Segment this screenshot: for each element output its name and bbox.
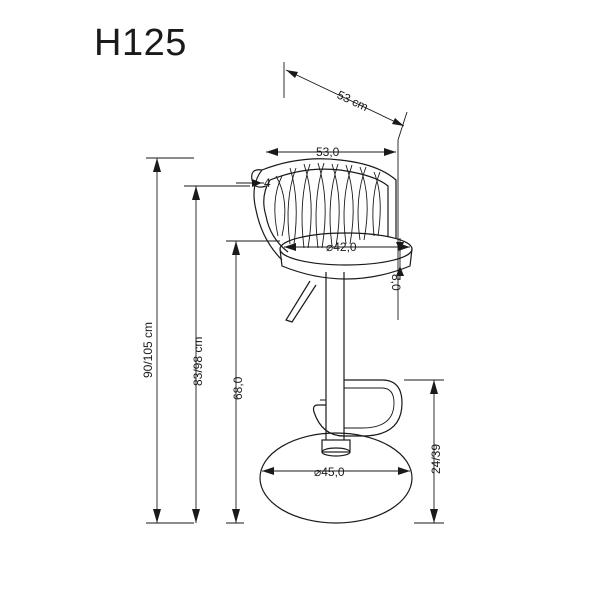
- base-plate: [259, 432, 413, 524]
- stool-outline: [251, 158, 413, 524]
- backrest-height-label: 83/98 cm: [191, 337, 205, 386]
- total-height-label: 90/105 cm: [141, 322, 155, 378]
- gas-lever: [285, 280, 317, 323]
- dim-base-diameter: ⌀45,0: [262, 465, 410, 479]
- dim-backrest-thickness: 4: [236, 176, 271, 190]
- seat-height-label: 68,0: [231, 376, 245, 400]
- dim-overall-depth: 53 cm: [283, 62, 408, 141]
- base-diameter-label: ⌀45,0: [314, 465, 345, 479]
- overall-depth-label: 53 cm: [335, 88, 371, 115]
- dim-backrest-height: 83/98 cm: [184, 185, 250, 523]
- model-title: H125: [94, 22, 187, 64]
- seat-thickness-label: 8,0: [389, 274, 403, 291]
- dim-total-height: 90/105 cm: [141, 157, 194, 524]
- dim-seat-thickness: 8,0: [389, 238, 404, 291]
- seat-side: [279, 248, 413, 280]
- dim-seat-height: 68,0: [226, 240, 280, 524]
- woven-backrest: [274, 162, 381, 249]
- backrest-thickness-label: 4: [264, 176, 271, 190]
- backrest-frame: [253, 158, 397, 261]
- back-width-label: 53,0: [316, 145, 340, 159]
- base-hub-collar: [321, 439, 351, 453]
- footrest-ring: [312, 379, 403, 437]
- dim-seat-diameter: ⌀42,0: [284, 240, 410, 254]
- footrest-height-label: 24/39: [429, 444, 443, 474]
- dim-footrest-height: 24/39: [404, 379, 444, 524]
- dim-back-width: 53,0: [266, 140, 399, 320]
- seat-diameter-label: ⌀42,0: [326, 240, 357, 254]
